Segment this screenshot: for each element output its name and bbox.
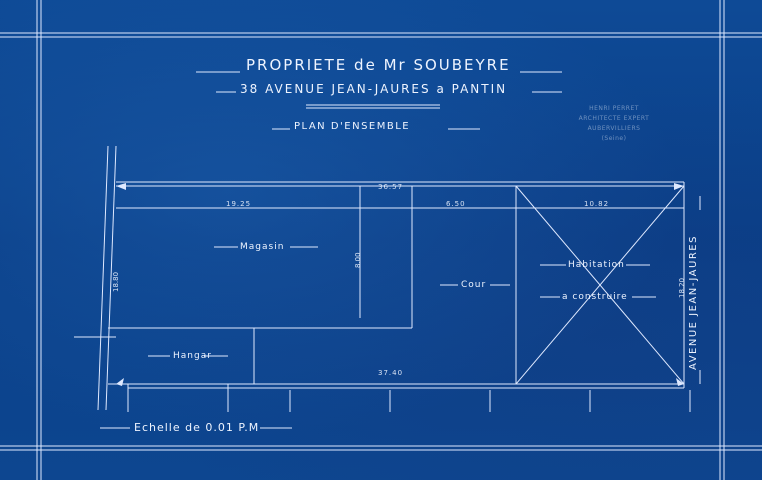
room-label-construire: a construire <box>562 292 628 302</box>
scale-label: Echelle de 0.01 P.M <box>134 421 260 434</box>
dimension-19-25: 19.25 <box>226 200 252 208</box>
room-label-hangar: Hangar <box>173 351 212 361</box>
dimension-36-57: 36.57 <box>378 183 404 191</box>
dimension-37-40: 37.40 <box>378 369 404 377</box>
stamp-role: ARCHITECTE EXPERT <box>578 115 650 122</box>
architect-stamp: HENRI PERRET ARCHITECTE EXPERT AUBERVILL… <box>572 104 656 144</box>
dimension-18-80: 18.80 <box>112 271 120 292</box>
dimension-10-82: 10.82 <box>584 200 610 208</box>
title-owner: PROPRIETE de Mr SOUBEYRE <box>246 56 511 74</box>
room-label-habitation: Habitation <box>568 260 625 270</box>
stamp-region: (Seine) <box>601 135 627 142</box>
dimension-8-00: 8.00 <box>354 252 362 268</box>
title-address: 38 AVENUE JEAN-JAURES a PANTIN <box>240 82 508 96</box>
stamp-name: HENRI PERRET <box>589 105 639 112</box>
dimension-18-20: 18.20 <box>678 277 686 298</box>
street-label: AVENUE JEAN-JAURES <box>688 235 699 370</box>
stamp-town: AUBERVILLIERS <box>587 125 641 132</box>
room-label-magasin: Magasin <box>240 242 285 252</box>
room-label-cour: Cour <box>461 280 487 290</box>
dimension-6-50: 6.50 <box>446 200 466 208</box>
title-plan: PLAN D'ENSEMBLE <box>294 121 411 132</box>
